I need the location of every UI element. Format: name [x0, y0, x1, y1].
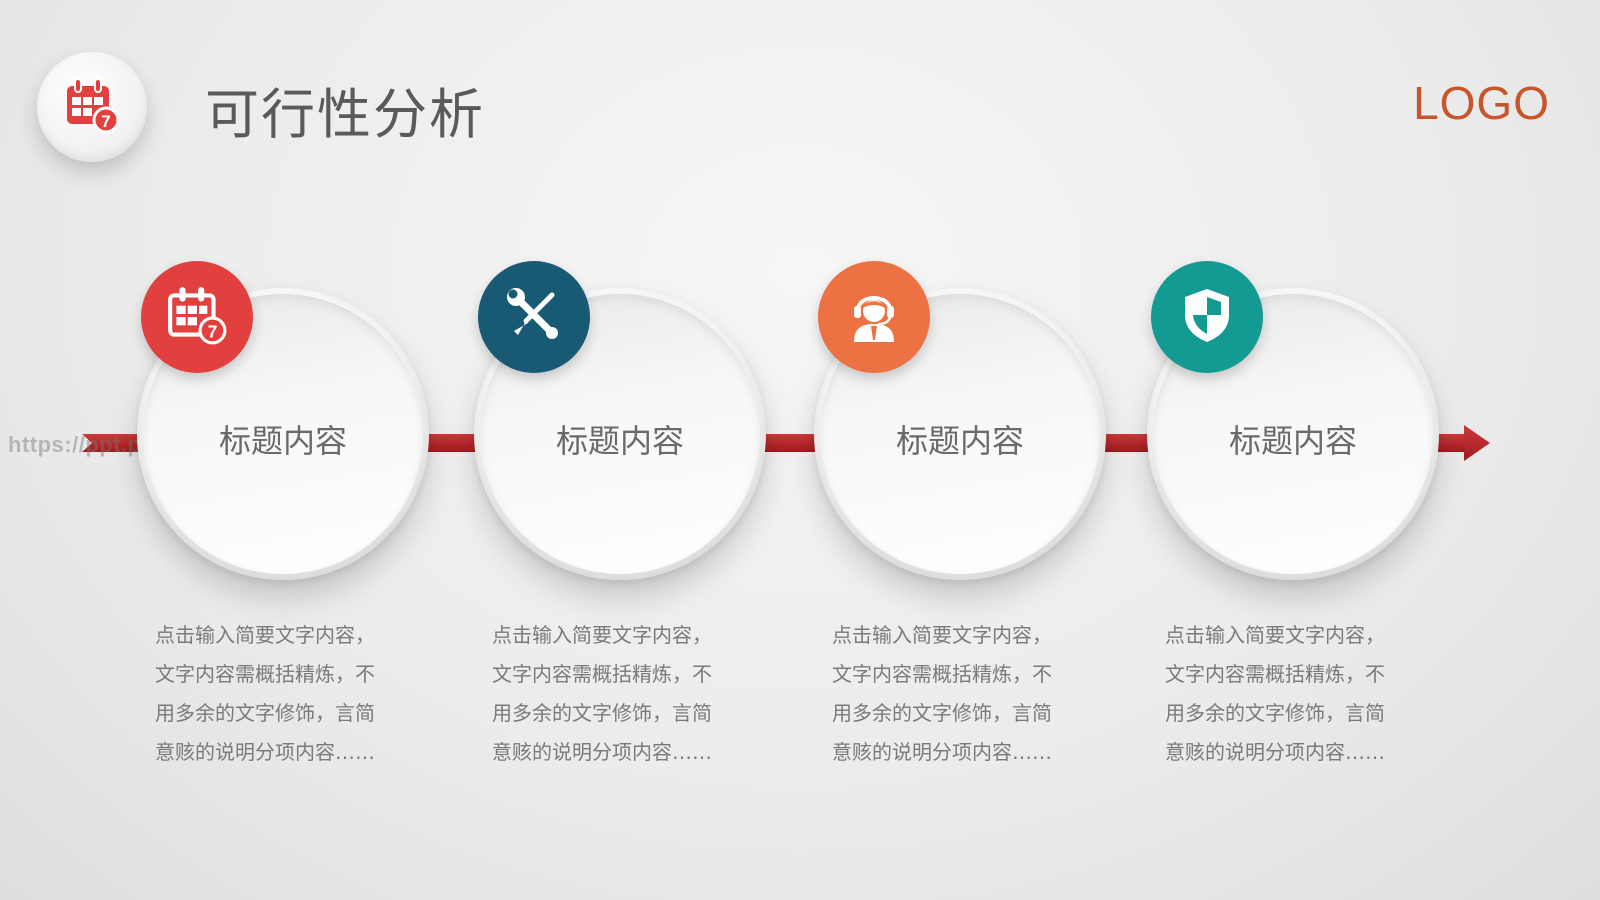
svg-text:7: 7 [101, 112, 110, 131]
step-icon-badge [1151, 261, 1263, 373]
step-circle [1147, 288, 1439, 580]
step-circle [474, 288, 766, 580]
shield-icon [1179, 285, 1235, 349]
svg-text:7: 7 [208, 322, 218, 342]
step-4: 标题内容 点击输入简要文字内容， 文字内容需概括精炼，不 用多余的文字修饰，言简… [1147, 261, 1447, 788]
step-title: 标题内容 [1228, 422, 1357, 460]
step-description: 点击输入简要文字内容， 文字内容需概括精炼，不 用多余的文字修饰，言简 意赅的说… [155, 623, 375, 764]
step-title: 标题内容 [218, 422, 347, 460]
step-title: 标题内容 [895, 422, 1024, 460]
step-description: 点击输入简要文字内容， 文字内容需概括精炼，不 用多余的文字修饰，言简 意赅的说… [832, 623, 1052, 764]
calendar-icon: 7 [165, 283, 229, 351]
step-3: 标题内容 点击输入简要文字内容 [814, 261, 1114, 788]
header-badge: 7 [37, 52, 147, 162]
step-2: 标题内容 点击输入简要文字内容， 文字内容需概括精炼，不 用多余的文字修饰，言简 [474, 261, 774, 788]
step-icon-badge [818, 261, 930, 373]
step-1: 标题内容 7 点击输入简要文字内容， 文字内容需概括精炼，不 [137, 261, 437, 788]
timeline-arrow [82, 425, 1502, 461]
step-icon-badge: 7 [141, 261, 253, 373]
page-title: 可行性分析 [205, 83, 485, 146]
step-circle [137, 288, 429, 580]
step-description: 点击输入简要文字内容， 文字内容需概括精炼，不 用多余的文字修饰，言简 意赅的说… [492, 623, 712, 764]
step-title: 标题内容 [555, 422, 684, 460]
step-description: 点击输入简要文字内容， 文字内容需概括精炼，不 用多余的文字修饰，言简 意赅的说… [1165, 623, 1385, 764]
step-icon-badge [478, 261, 590, 373]
tools-icon [504, 285, 564, 349]
support-agent-icon [844, 284, 904, 350]
calendar-icon: 7 [61, 74, 123, 140]
logo: LOGO [1413, 77, 1550, 129]
